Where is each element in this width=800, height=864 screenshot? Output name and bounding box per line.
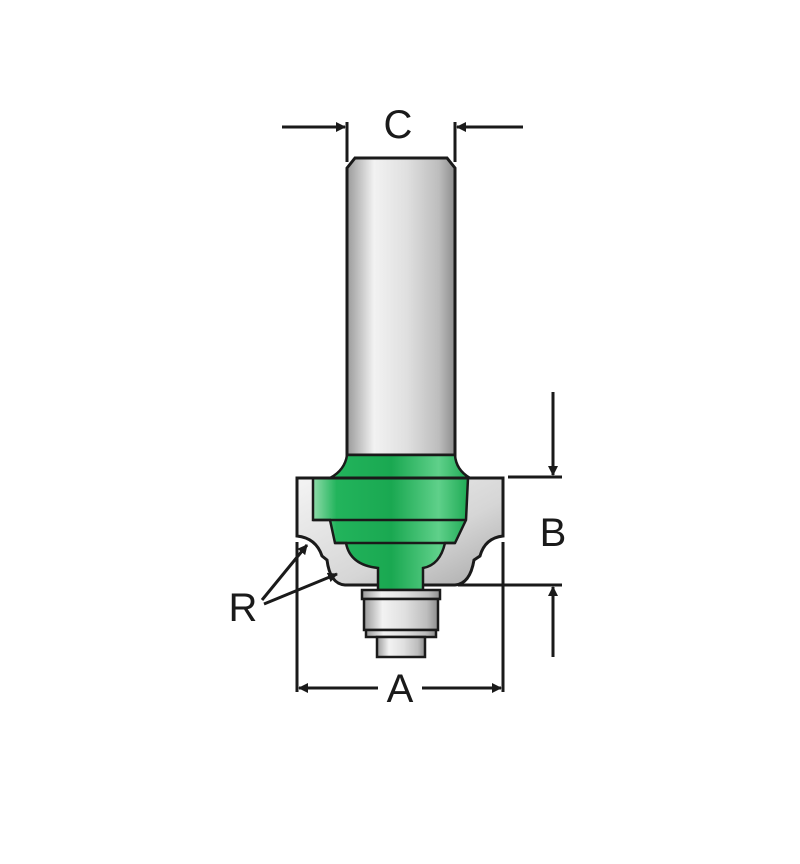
bearing [360, 588, 442, 659]
dimension-a [295, 542, 505, 693]
radius-leaders [260, 544, 338, 606]
dimension-b [458, 392, 562, 657]
label-c: C [384, 103, 413, 147]
label-b: B [540, 511, 567, 555]
label-r: R [229, 586, 258, 630]
dimension-c [282, 122, 523, 162]
label-a: A [387, 667, 414, 711]
shank [345, 156, 457, 457]
